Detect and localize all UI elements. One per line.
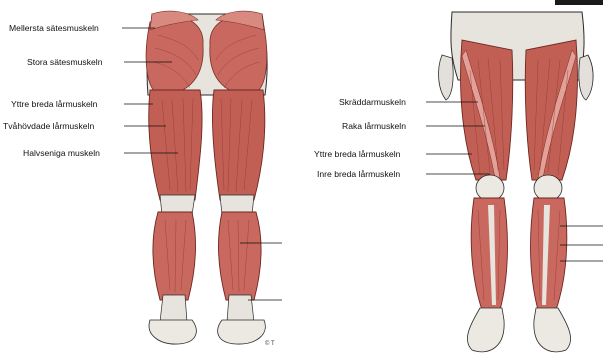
posterior-left-foot <box>149 320 196 344</box>
label-gluteus-medius: Mellersta sätesmuskeln <box>9 23 99 33</box>
label-vastus-lateralis-anterior: Yttre breda lårmuskeln <box>314 149 400 159</box>
posterior-right-thigh <box>212 90 264 200</box>
label-semitendinosus: Halvseniga muskeln <box>23 148 100 158</box>
posterior-left-ankle <box>160 295 187 322</box>
posterior-right-calf <box>219 212 262 300</box>
label-vastus-lateralis-posterior: Yttre breda lårmuskeln <box>11 99 97 109</box>
label-biceps-femoris: Tvåhövdade lårmuskeln <box>3 121 94 131</box>
anterior-left-knee <box>476 175 504 201</box>
anterior-right-foot <box>534 308 571 352</box>
posterior-left-calf <box>153 212 196 300</box>
posterior-right-foot <box>218 320 266 344</box>
copyright-mark: © T <box>265 341 275 347</box>
anterior-legs <box>439 12 594 352</box>
label-sartorius: Skräddarmuskeln <box>339 97 406 107</box>
anterior-left-foot <box>467 308 504 352</box>
label-gluteus-maximus: Stora sätesmuskeln <box>27 57 102 67</box>
label-rectus-femoris: Raka lårmuskeln <box>342 121 406 131</box>
posterior-legs <box>146 11 267 344</box>
anterior-right-knee <box>534 175 562 201</box>
posterior-right-ankle <box>227 295 254 322</box>
label-vastus-medialis: Inre breda lårmuskeln <box>317 169 400 179</box>
top-right-bar <box>555 0 603 5</box>
posterior-left-thigh <box>149 90 202 200</box>
anterior-left-hand <box>439 55 454 100</box>
anterior-right-hand <box>579 55 593 100</box>
anterior-leaders <box>426 102 603 261</box>
